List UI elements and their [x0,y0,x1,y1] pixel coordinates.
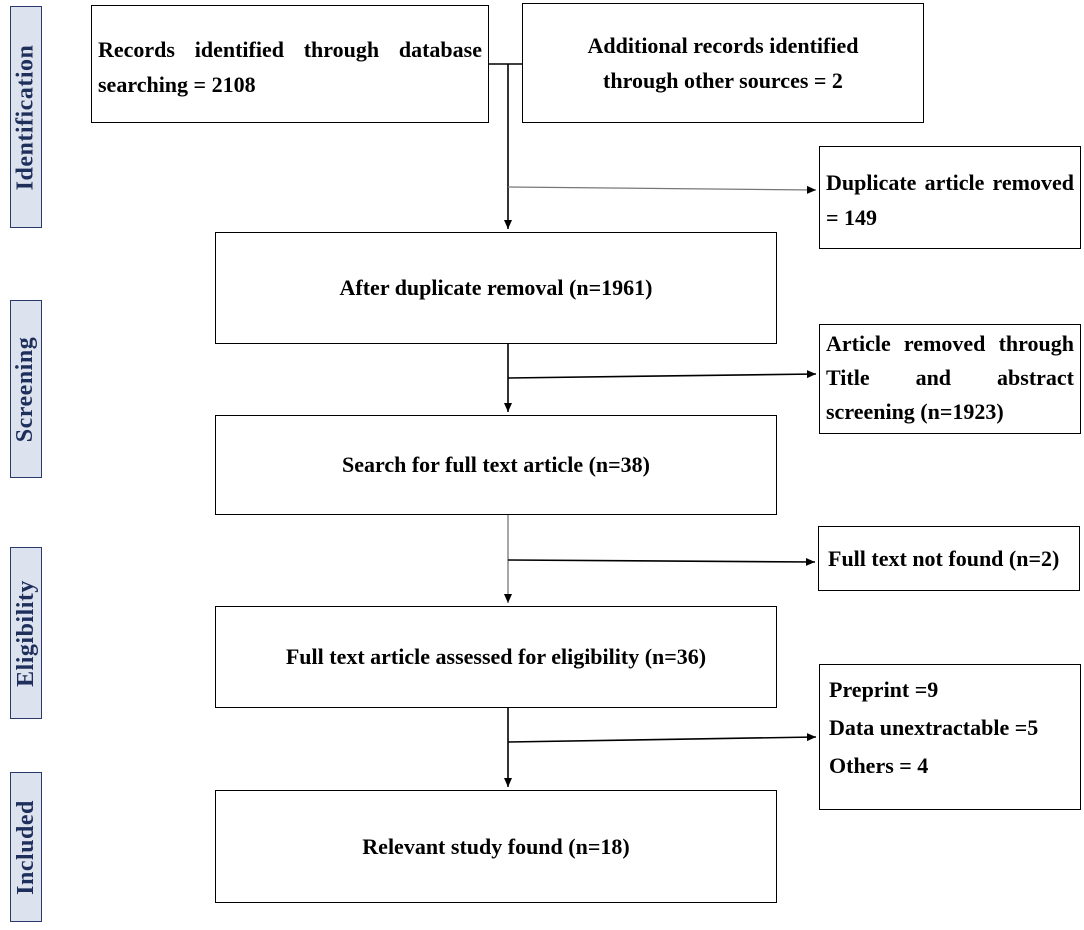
exclusions-box: Preprint =9 Data unextractable =5 Others… [819,664,1081,810]
exclusion-unextractable: Data unextractable =5 [829,714,1039,740]
full-text-not-found-box: Full text not found (n=2) [818,526,1080,591]
exclusion-preprint: Preprint =9 [829,677,939,702]
duplicate-removed-text: Duplicate article removed = 149 [826,170,1074,231]
full-text-search-text: Search for full text article (n=38) [341,452,651,478]
full-text-not-found-text: Full text not found (n=2) [828,545,1060,571]
arrow-to-exclusions [507,733,817,743]
records-other-sources-text: Additional records identified through ot… [587,32,859,93]
records-other-sources-box: Additional records identified through ot… [522,3,924,123]
title-abstract-removed-box: Article removed through Title and abstra… [819,324,1081,434]
after-duplicate-text: After duplicate removal (n=1961) [339,275,653,301]
included-text: Relevant study found (n=18) [362,833,630,859]
eligibility-assessed-text: Full text article assessed for eligibili… [285,644,707,670]
arrow-to-title-abstract-removed [507,370,817,379]
full-text-search-box: Search for full text article (n=38) [215,415,777,515]
eligibility-assessed-box: Full text article assessed for eligibili… [215,606,777,708]
exclusion-others: Others = 4 [829,752,929,778]
records-database-box: Records identified through database sear… [91,5,489,123]
phase-identification: Identification [10,6,42,228]
included-box: Relevant study found (n=18) [215,790,777,903]
title-abstract-removed-text: Article removed through Title and abstra… [826,331,1074,425]
arrow-to-duplicate-removed [507,185,817,194]
arrow-to-not-found [507,557,816,566]
duplicate-removed-box: Duplicate article removed = 149 [819,146,1081,249]
phase-included: Included [10,772,42,922]
records-database-text: Records identified through database sear… [98,37,482,98]
phase-eligibility: Eligibility [10,547,42,719]
after-duplicate-box: After duplicate removal (n=1961) [215,232,777,344]
phase-screening: Screening [10,300,42,478]
